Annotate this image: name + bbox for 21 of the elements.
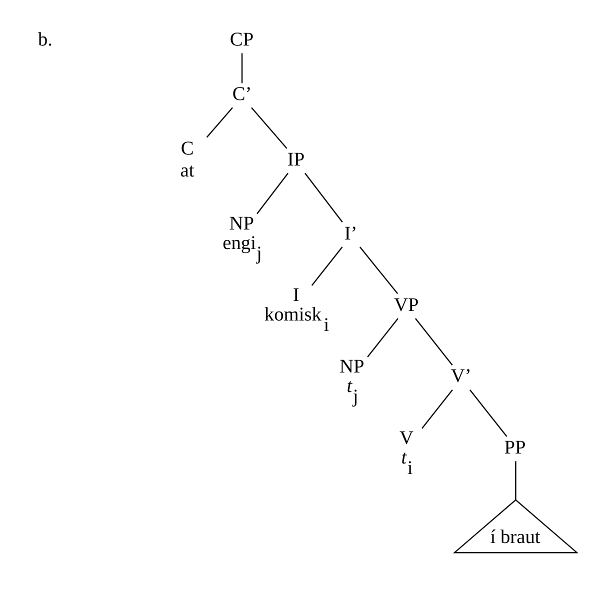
connector <box>367 318 398 357</box>
node-text: C’ <box>232 84 252 105</box>
connector <box>515 460 516 500</box>
connector <box>256 172 288 214</box>
connector <box>206 106 233 138</box>
connector <box>469 389 508 436</box>
node-text: V’ <box>450 366 472 387</box>
node-text: VP <box>394 294 419 316</box>
node-text: CP <box>230 29 254 50</box>
connector <box>311 246 343 286</box>
connector <box>422 389 453 428</box>
node-text: I’ <box>344 222 358 244</box>
connector <box>251 106 288 148</box>
connector <box>415 318 453 365</box>
node-text: PP <box>504 437 526 458</box>
label: b. <box>38 29 52 50</box>
connector <box>304 172 343 222</box>
connector <box>241 52 243 83</box>
node-text: C at <box>180 138 194 181</box>
connector <box>359 246 398 294</box>
node-text: IP <box>287 148 305 170</box>
